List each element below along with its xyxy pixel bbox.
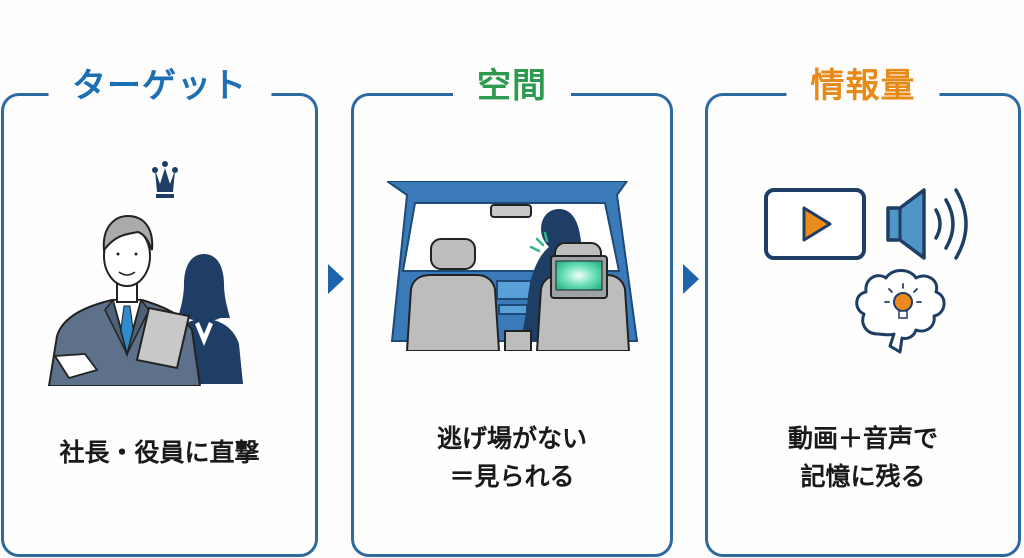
panel-title-target: ターゲット xyxy=(48,64,271,108)
caption-line: 逃げ場がない xyxy=(436,424,587,453)
brain-lightbulb-icon xyxy=(855,269,946,354)
executives-with-crown-icon xyxy=(47,161,243,386)
panel-target: ターゲット 社長・役員に直撃 xyxy=(1,64,318,557)
speaker-icon xyxy=(886,188,968,260)
panel-title-space: 空間 xyxy=(453,64,571,108)
caption-line: 動画＋音声で xyxy=(787,424,938,453)
arrow-right-icon xyxy=(328,264,344,294)
video-audio-brain-icon xyxy=(764,188,968,354)
panel-title-info: 情報量 xyxy=(786,64,940,108)
panel-space: 空間 xyxy=(351,64,673,557)
caption-line: ＝見られる xyxy=(449,462,575,491)
caption-space: 逃げ場がない ＝見られる xyxy=(354,420,670,496)
caption-line: 社長・役員に直撃 xyxy=(59,438,260,467)
caption-target: 社長・役員に直撃 xyxy=(4,434,315,472)
panel-info: 情報量 動画＋音声で xyxy=(705,64,1021,557)
video-play-icon xyxy=(764,188,866,260)
caption-line: 記憶に残る xyxy=(800,462,926,491)
caption-info: 動画＋音声で 記憶に残る xyxy=(708,420,1018,496)
arrow-right-icon xyxy=(683,264,699,294)
car-interior-with-headrest-monitor-icon xyxy=(387,181,639,351)
